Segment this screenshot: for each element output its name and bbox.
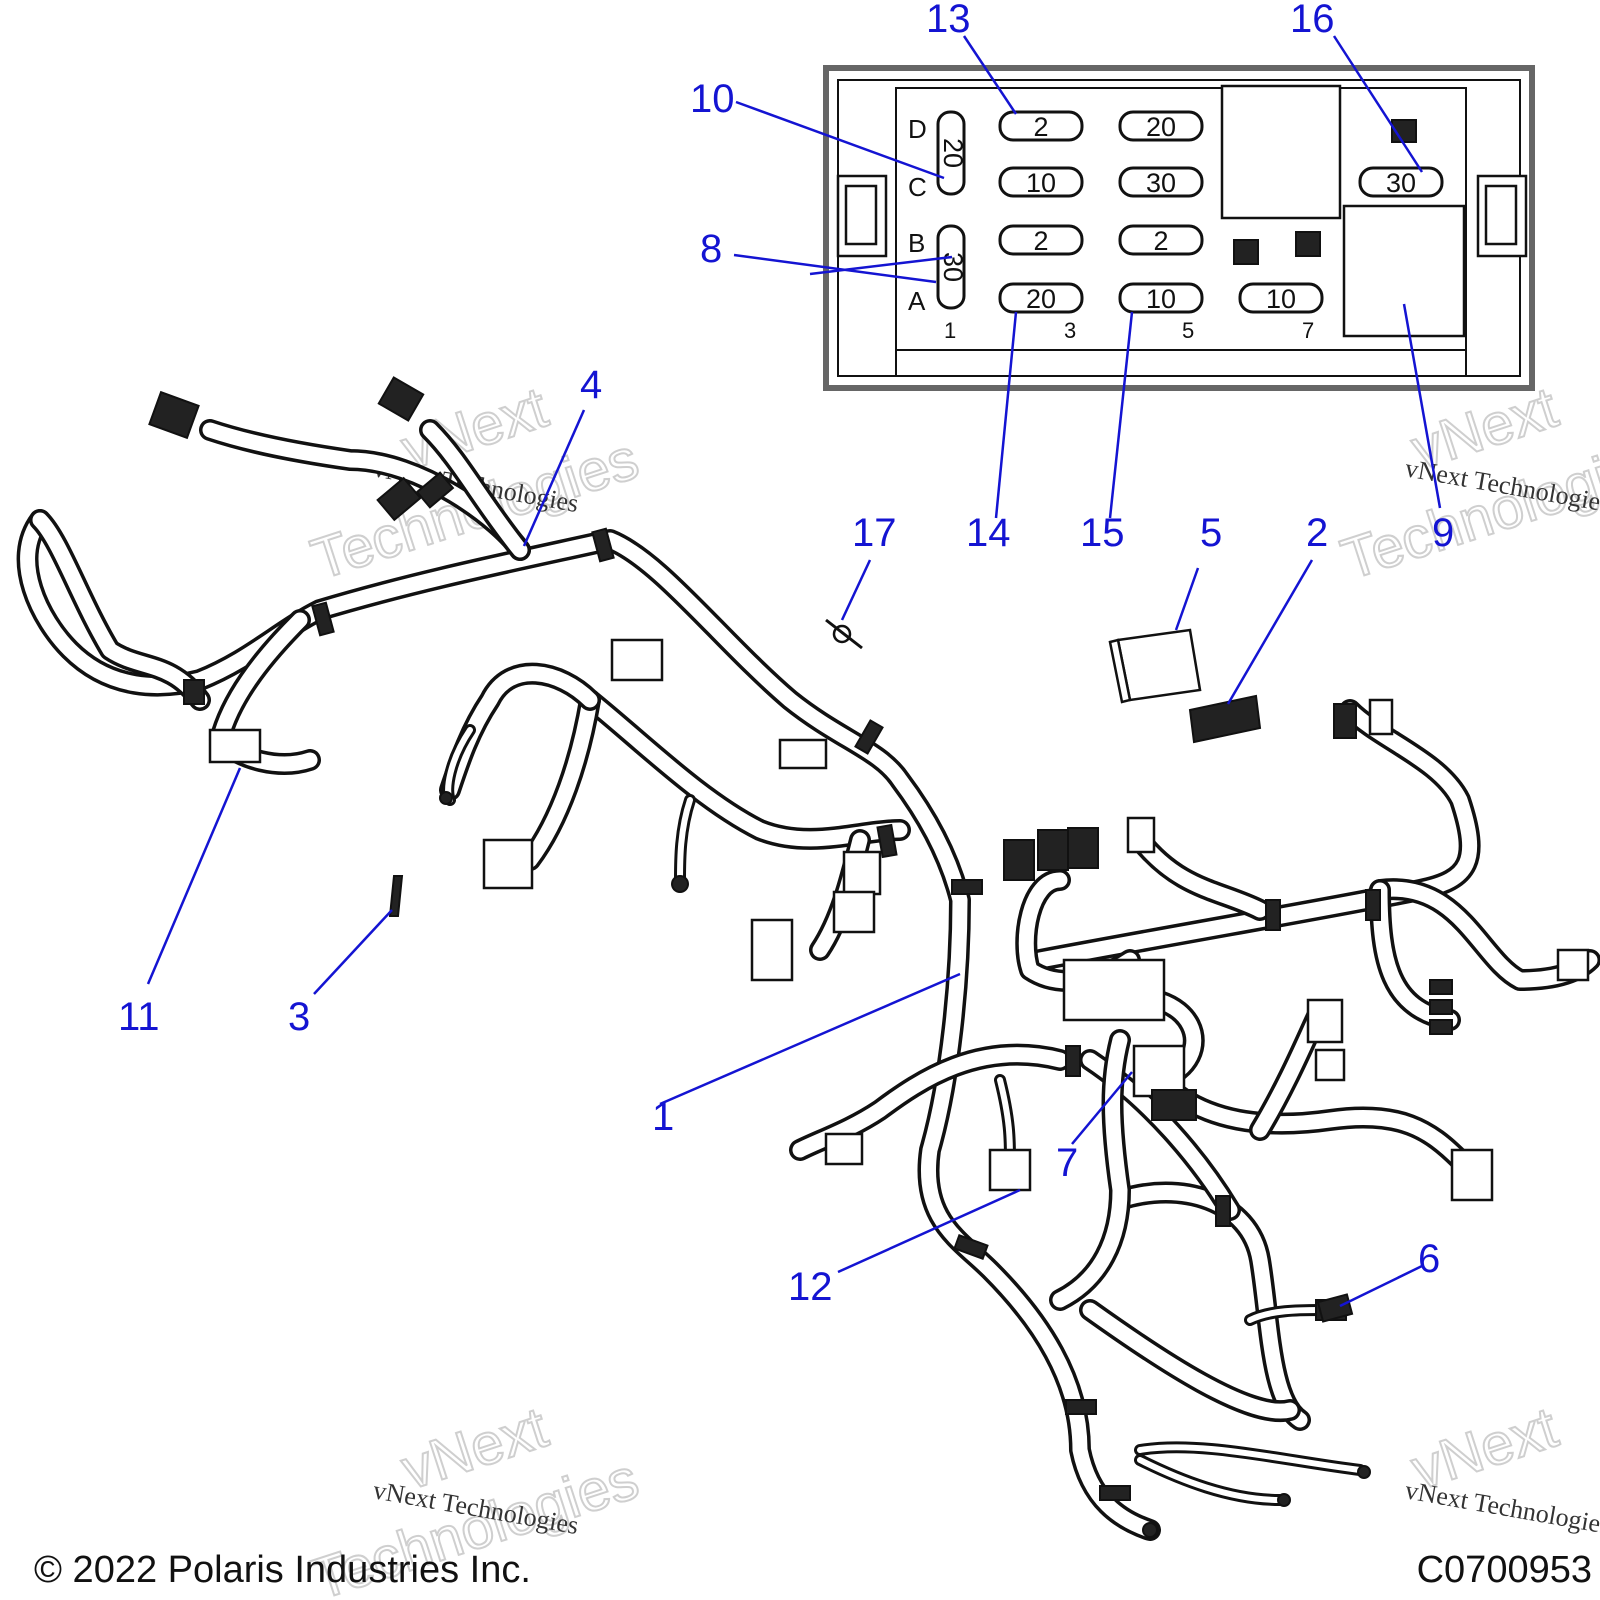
fuse-c3: 30 <box>1358 166 1444 198</box>
watermark-full-bottom-right: vNext Technologies <box>1403 1475 1600 1540</box>
fuse-c3-value: 30 <box>1386 168 1416 198</box>
fuse-c1: 10 <box>998 166 1084 198</box>
part-2-label <box>1188 694 1262 744</box>
fuse-b1-value: 2 <box>1033 226 1048 256</box>
callout-2: 2 <box>1306 511 1328 555</box>
footer: © 2022 Polaris Industries Inc. C0700953 <box>34 1549 1592 1591</box>
callout-9: 9 <box>1432 511 1454 555</box>
fuse-a3: 10 <box>1238 282 1324 314</box>
callout-4: 4 <box>580 363 602 407</box>
callout-1: 1 <box>652 1095 674 1139</box>
figure-code: C0700953 <box>1417 1549 1592 1591</box>
callout-17: 17 <box>852 511 897 555</box>
fuse-d2: 20 <box>1118 110 1204 142</box>
fuse-vertical-bottom-value: 30 <box>938 252 968 282</box>
callout-12: 12 <box>788 1265 833 1309</box>
fuse-col-1-label: 1 <box>944 318 956 343</box>
fuse-d1: 2 <box>998 110 1084 142</box>
callout-14: 14 <box>966 511 1011 555</box>
fuse-vertical-top-value: 20 <box>938 138 968 168</box>
callout-11: 11 <box>118 995 160 1039</box>
fuse-col-7-label: 7 <box>1302 318 1314 343</box>
loose-parts <box>388 618 1354 1323</box>
callout-10: 10 <box>690 77 735 121</box>
fuse-row-c-label: C <box>908 172 927 202</box>
callout-7: 7 <box>1056 1141 1078 1185</box>
fuse-a1-value: 20 <box>1026 284 1056 314</box>
callout-5: 5 <box>1200 511 1222 555</box>
callout-6: 6 <box>1418 1237 1440 1281</box>
fuse-b2-value: 2 <box>1153 226 1168 256</box>
part-3-strip <box>388 875 404 917</box>
fuse-box-inset: D C B A 1 3 5 7 20 30 2 20 10 30 30 2 2 … <box>823 65 1535 391</box>
fuse-vertical-bottom <box>936 224 966 310</box>
fuse-row-b-label: B <box>908 228 925 258</box>
callout-15: 15 <box>1080 511 1125 555</box>
copyright-text: © 2022 Polaris Industries Inc. <box>34 1549 531 1591</box>
fuse-b1: 2 <box>998 224 1084 256</box>
part-17-stud <box>825 618 863 650</box>
part-6-connector <box>1316 1293 1354 1323</box>
callout-numbers: 1 2 3 4 5 6 7 8 9 10 11 12 13 14 15 16 1… <box>118 0 1454 1309</box>
fuse-vertical-top <box>936 110 966 196</box>
wiring-harness <box>16 376 1600 1541</box>
fuse-a1: 20 <box>998 282 1084 314</box>
callout-13: 13 <box>926 0 971 41</box>
fuse-d1-value: 2 <box>1033 112 1048 142</box>
part-5-cover <box>1108 628 1202 704</box>
callout-3: 3 <box>288 995 310 1039</box>
callout-8: 8 <box>700 227 722 271</box>
callout-16: 16 <box>1290 0 1335 41</box>
fuse-a2: 10 <box>1118 282 1204 314</box>
fuse-c1-value: 10 <box>1026 168 1056 198</box>
fuse-b2: 2 <box>1118 224 1204 256</box>
fuse-row-d-label: D <box>908 114 927 144</box>
fuse-a2-value: 10 <box>1146 284 1176 314</box>
fuse-c2-value: 30 <box>1146 168 1176 198</box>
fuse-a3-value: 10 <box>1266 284 1296 314</box>
fuse-c2: 30 <box>1118 166 1204 198</box>
fuse-d2-value: 20 <box>1146 112 1176 142</box>
fuse-col-3-label: 3 <box>1064 318 1076 343</box>
leader-lines <box>146 35 1442 1308</box>
fuse-row-a-label: A <box>908 286 926 316</box>
fuse-col-5-label: 5 <box>1182 318 1194 343</box>
